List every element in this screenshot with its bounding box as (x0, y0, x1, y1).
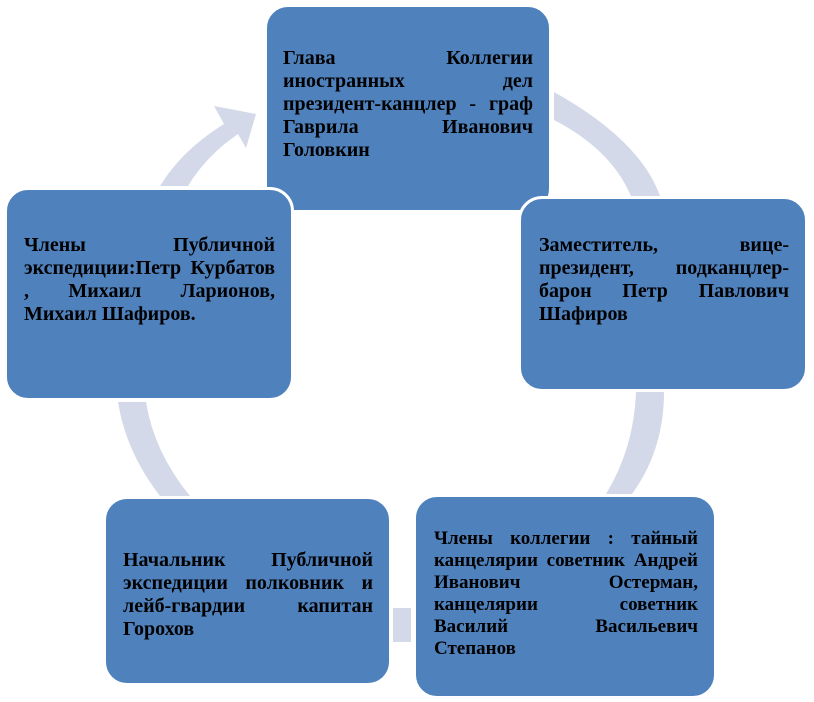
node-deputy: Заместитель, вице-президент, подканцлер-… (518, 196, 808, 392)
arrow-members-to-chief (393, 608, 411, 642)
node-public: Члены Публичной экспедиции:Петр Курбатов… (4, 187, 294, 401)
node-public-text: Члены Публичной экспедиции:Петр Курбатов… (24, 234, 275, 325)
node-head: Глава Коллегии иностранных дел президент… (264, 4, 552, 213)
node-chief: Начальник Публичной экспедиции полковник… (103, 496, 392, 686)
node-members-text: Члены коллегии : тайный канцелярии совет… (434, 528, 698, 659)
arrow-chief-to-public (118, 402, 190, 496)
node-members: Члены коллегии : тайный канцелярии совет… (413, 494, 717, 699)
node-head-text: Глава Коллегии иностранных дел президент… (283, 47, 533, 161)
arrow-public-to-head (160, 106, 256, 186)
node-deputy-text: Заместитель, вице-президент, подканцлер-… (539, 234, 789, 325)
arrow-head-to-deputy (554, 92, 660, 204)
node-chief-text: Начальник Публичной экспедиции полковник… (123, 549, 373, 640)
arrow-deputy-to-members (606, 392, 664, 494)
